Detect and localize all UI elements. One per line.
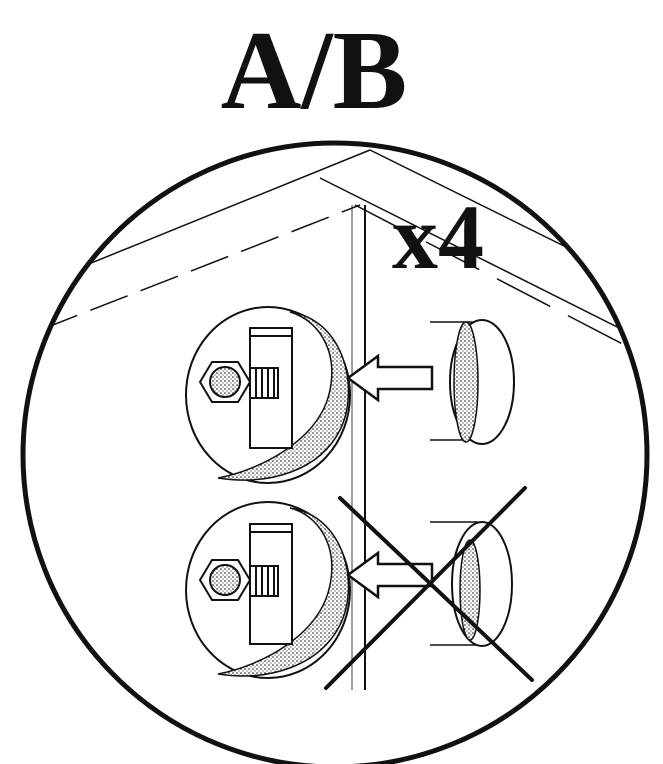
insert-arrow-top xyxy=(345,353,434,403)
cross-out-icon xyxy=(324,486,534,690)
correct-install-step xyxy=(185,306,515,484)
cam-bolt-bottom xyxy=(198,523,293,645)
quantity-label: x4 xyxy=(392,186,484,288)
diagram-title: A/B xyxy=(221,9,408,133)
incorrect-install-step xyxy=(185,486,534,690)
cap-cover-top xyxy=(430,319,515,445)
cabinet-panel-lines xyxy=(23,149,647,690)
cam-bolt-top xyxy=(198,327,293,449)
detail-circle xyxy=(20,140,650,764)
